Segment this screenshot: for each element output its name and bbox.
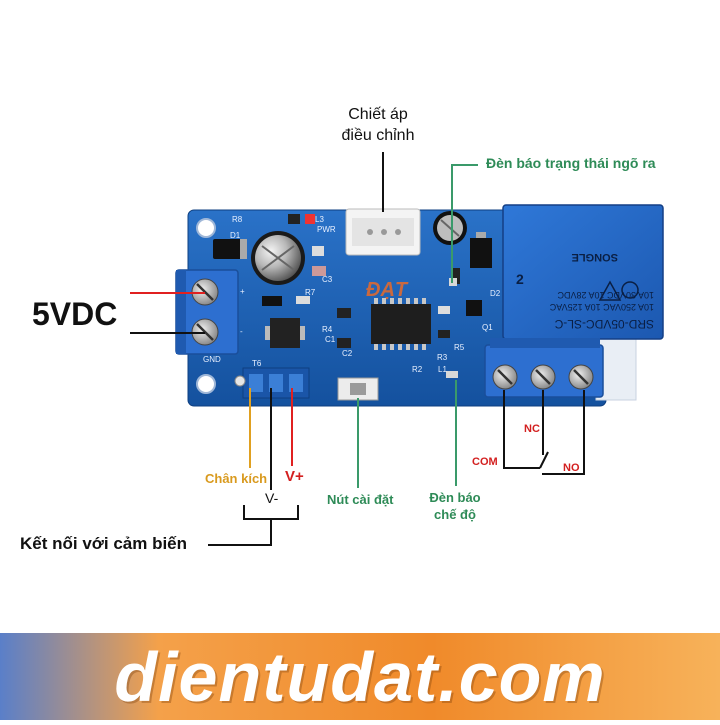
setup-button-label: Nút cài đặt	[327, 492, 394, 507]
no-label: NO	[563, 462, 580, 474]
svg-text:PWR: PWR	[317, 225, 336, 234]
svg-text:GND: GND	[203, 355, 221, 364]
power-terminal-block	[175, 269, 239, 355]
mode-led-label: Đèn báo chế độ	[420, 489, 490, 523]
svg-text:SONGLE: SONGLE	[572, 251, 618, 263]
potentiometer-label-line-1: Chiết áp	[348, 106, 408, 123]
brand-banner-text: dientudat.com	[114, 638, 606, 716]
svg-text:D1: D1	[230, 231, 241, 240]
v-plus-label: V+	[285, 468, 304, 485]
svg-text:L1: L1	[438, 365, 447, 374]
svg-text:R8: R8	[232, 215, 243, 224]
electrolytic-capacitor	[251, 231, 305, 285]
svg-text:R3: R3	[437, 353, 448, 362]
svg-text:10A 250VAC 10A 125VAC: 10A 250VAC 10A 125VAC	[549, 302, 654, 312]
potentiometer-label-line-2: điều chỉnh	[341, 127, 415, 144]
mode-led-label-line-2: chế độ	[434, 507, 476, 522]
svg-text:T6: T6	[252, 359, 262, 368]
mode-led	[446, 371, 458, 378]
svg-text:C2: C2	[342, 349, 353, 358]
svg-text:SRD-05VDC-SL-C: SRD-05VDC-SL-C	[554, 317, 654, 331]
microcontroller-ic	[371, 298, 431, 350]
svg-text:C1: C1	[325, 335, 336, 344]
svg-text:10A 30VDC 10A 28VDC: 10A 30VDC 10A 28VDC	[557, 290, 654, 300]
brand-banner: dientudat.com	[0, 633, 720, 720]
watermark-logo: ĐẠT	[366, 279, 409, 301]
svg-text:R2: R2	[412, 365, 423, 374]
svg-text:+: +	[240, 287, 245, 296]
power-label: 5VDC	[32, 296, 118, 332]
potentiometer-header	[345, 208, 421, 256]
svg-text:2: 2	[516, 271, 524, 287]
svg-text:-: -	[240, 327, 243, 336]
svg-text:D2: D2	[490, 289, 501, 298]
svg-text:C3: C3	[322, 275, 333, 284]
nc-label: NC	[524, 423, 540, 435]
output-led-label: Đèn báo trạng thái ngõ ra	[486, 155, 656, 171]
setup-button-part	[337, 377, 379, 401]
com-label: COM	[472, 456, 498, 468]
sensor-header	[234, 367, 310, 399]
v-minus-label: V-	[265, 490, 279, 506]
mode-led-label-line-1: Đèn báo	[429, 490, 481, 505]
svg-text:R7: R7	[305, 288, 316, 297]
svg-text:L3: L3	[315, 215, 324, 224]
sensor-connection-label: Kết nối với cảm biến	[20, 534, 188, 553]
trigger-pin-label: Chân kích	[205, 471, 268, 486]
svg-text:R5: R5	[454, 343, 465, 352]
relay-terminal-block	[484, 338, 604, 398]
svg-text:Q1: Q1	[482, 323, 493, 332]
potentiometer-label: Chiết áp điều chỉnh	[318, 104, 438, 146]
svg-text:R4: R4	[322, 325, 333, 334]
relay: SRD-05VDC-SL-C 10A 250VAC 10A 125VAC 10A…	[502, 204, 664, 340]
